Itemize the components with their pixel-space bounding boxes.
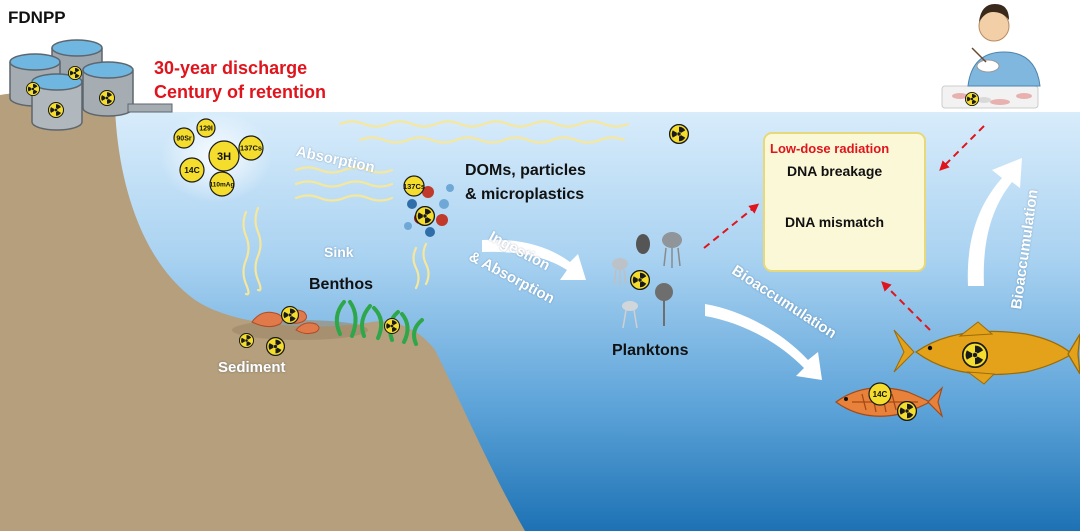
discharge-line2: Century of retention bbox=[154, 82, 327, 102]
isotope-ball: 14C bbox=[179, 157, 205, 183]
doms-label-line2: & microplastics bbox=[465, 186, 585, 203]
tuna-fin bbox=[893, 329, 915, 373]
isotope-ball: 3H bbox=[208, 140, 240, 172]
isotope-label: 129I bbox=[199, 125, 213, 132]
plankton-icon bbox=[612, 232, 682, 329]
cs-tag: 137Cs bbox=[403, 182, 425, 191]
effects-title: Low-dose radiation bbox=[770, 141, 890, 156]
isotope-circle bbox=[209, 171, 235, 197]
radiation-symbol-icon bbox=[415, 206, 435, 226]
isotope-label: 3H bbox=[217, 151, 231, 163]
radiation-symbol-icon bbox=[281, 306, 299, 324]
radiation-symbol-icon bbox=[669, 124, 689, 144]
isotope-label: 110mAg bbox=[210, 181, 235, 188]
person-eating-icon bbox=[941, 4, 1041, 109]
discharge-line1: 30-year discharge bbox=[154, 58, 308, 78]
radiation-symbol-icon bbox=[99, 90, 115, 106]
radiation-symbol-icon bbox=[48, 102, 64, 118]
isotope-circle bbox=[179, 157, 205, 183]
radiation-symbol-icon bbox=[26, 82, 40, 96]
c14-tag: 14C bbox=[873, 390, 888, 399]
sink-label: Sink bbox=[324, 244, 354, 260]
tuna-icon bbox=[892, 321, 1080, 385]
radiation-symbol-icon bbox=[897, 401, 917, 421]
radiation-symbol-icon bbox=[384, 318, 400, 334]
isotope-ball: 110mAg bbox=[209, 171, 235, 197]
sediment-label: Sediment bbox=[218, 359, 286, 376]
isotope-circle bbox=[208, 140, 240, 172]
planktons-label: Planktons bbox=[612, 342, 689, 359]
radiation-symbol-icon bbox=[962, 342, 988, 368]
radiation-symbol-icon bbox=[965, 92, 979, 106]
discharge-pipe bbox=[127, 103, 173, 113]
isotope-label: 137Cs bbox=[240, 144, 262, 153]
isotope-ball: 137Cs bbox=[238, 135, 264, 161]
flow-lines bbox=[242, 120, 630, 296]
radiation-symbol-icon bbox=[68, 66, 82, 80]
bioaccumulation-arrow-up bbox=[967, 158, 1022, 286]
cs-tag-ball: 137Cs bbox=[403, 175, 425, 197]
isotope-ball: 129I bbox=[196, 118, 216, 138]
isotope-label: 90Sr bbox=[176, 135, 191, 142]
effects-item-1: DNA breakage bbox=[787, 163, 883, 179]
isotope-label: 14C bbox=[184, 165, 200, 175]
isotope-ball: 90Sr bbox=[173, 127, 195, 149]
isotope-circle bbox=[173, 127, 195, 149]
radiation-symbol-icon bbox=[239, 333, 254, 348]
doms-label-line1: DOMs, particles bbox=[465, 162, 586, 179]
radiation-symbol-icon bbox=[630, 270, 650, 290]
storage-tank-icon bbox=[31, 73, 83, 131]
benthos-label: Benthos bbox=[309, 276, 373, 293]
land-cliff bbox=[0, 91, 525, 531]
isotope-circle bbox=[238, 135, 264, 161]
effects-item-2: DNA mismatch bbox=[785, 214, 885, 230]
ingestion-arrow bbox=[482, 239, 586, 280]
c14-tag-ball: 14C bbox=[868, 382, 892, 406]
radiation-effect-arrows bbox=[703, 125, 985, 331]
storage-tanks bbox=[9, 39, 173, 131]
storage-tank-icon bbox=[82, 61, 134, 117]
source-label: FDNPP bbox=[8, 8, 66, 27]
isotope-group: 90Sr 129I 3H 137Cs 14C 110mAg bbox=[173, 118, 264, 197]
bioaccumulation-arrow-sea bbox=[705, 304, 822, 380]
seaweed-icon bbox=[334, 300, 424, 346]
radiation-effects-box bbox=[763, 132, 926, 272]
radiation-symbol-icon bbox=[266, 337, 285, 356]
isotope-circle bbox=[196, 118, 216, 138]
